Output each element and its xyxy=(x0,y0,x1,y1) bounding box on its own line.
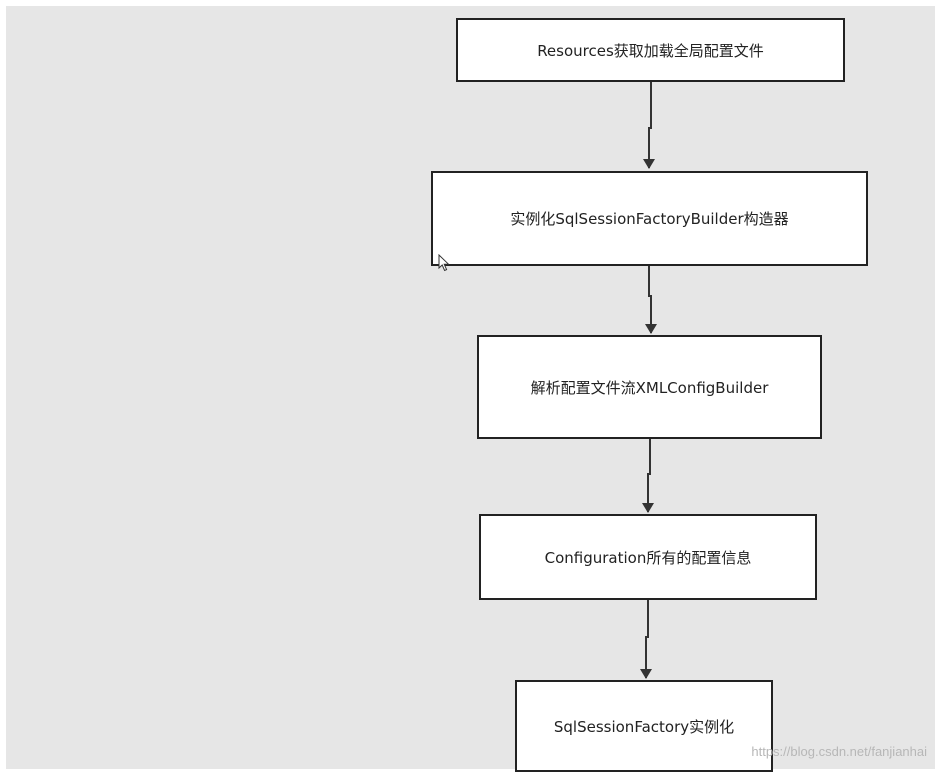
node-sqlsessionfactory: SqlSessionFactory实例化 xyxy=(515,680,773,772)
arrow-n1-n2 xyxy=(643,82,655,169)
mouse-pointer-icon xyxy=(438,254,450,272)
arrow-n3-n4 xyxy=(642,438,654,513)
node-xmlconfigbuilder: 解析配置文件流XMLConfigBuilder xyxy=(477,335,822,439)
arrow-n4-n5 xyxy=(640,599,652,679)
arrow-n2-n3 xyxy=(645,265,657,334)
node-sqlsessionfactorybuilder: 实例化SqlSessionFactoryBuilder构造器 xyxy=(431,171,868,266)
node-configuration: Configuration所有的配置信息 xyxy=(479,514,817,600)
node-resources-load-config: Resources获取加载全局配置文件 xyxy=(456,18,845,82)
watermark-url: https://blog.csdn.net/fanjianhai xyxy=(751,744,927,759)
